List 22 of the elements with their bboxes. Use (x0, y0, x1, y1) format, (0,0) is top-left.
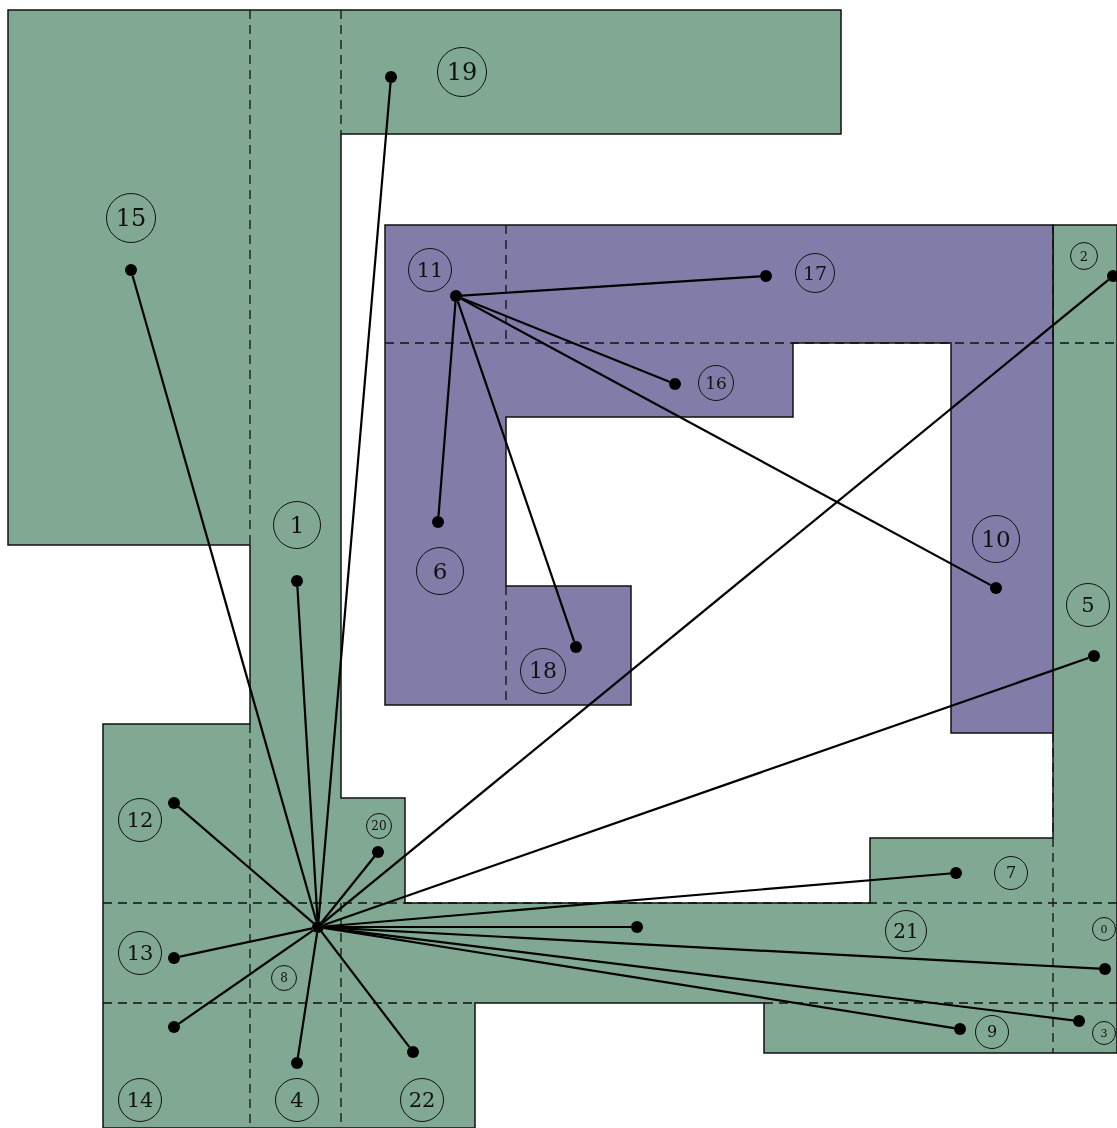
connector-line (296, 932, 319, 1058)
connector-line (321, 278, 1110, 925)
connector-line (177, 806, 315, 924)
connector-line (437, 301, 457, 517)
connector-line (323, 872, 951, 928)
connector-line (461, 275, 761, 297)
connector-line (178, 929, 314, 1025)
connector-line (317, 82, 392, 922)
connector-line (323, 656, 1089, 927)
callout-number: 10 (972, 515, 1020, 563)
connector-line (296, 586, 319, 922)
connector-line (461, 297, 670, 383)
connector-line (456, 301, 576, 642)
connector-line (323, 926, 1074, 1022)
endpoint-dot (1107, 270, 1117, 282)
connector-line (179, 927, 313, 958)
callout-number: 15 (106, 193, 156, 243)
connector-line (131, 275, 318, 922)
connector-line (320, 931, 411, 1048)
connector-line (320, 856, 376, 923)
callout-number: 19 (437, 47, 487, 97)
connector-line (460, 297, 992, 587)
